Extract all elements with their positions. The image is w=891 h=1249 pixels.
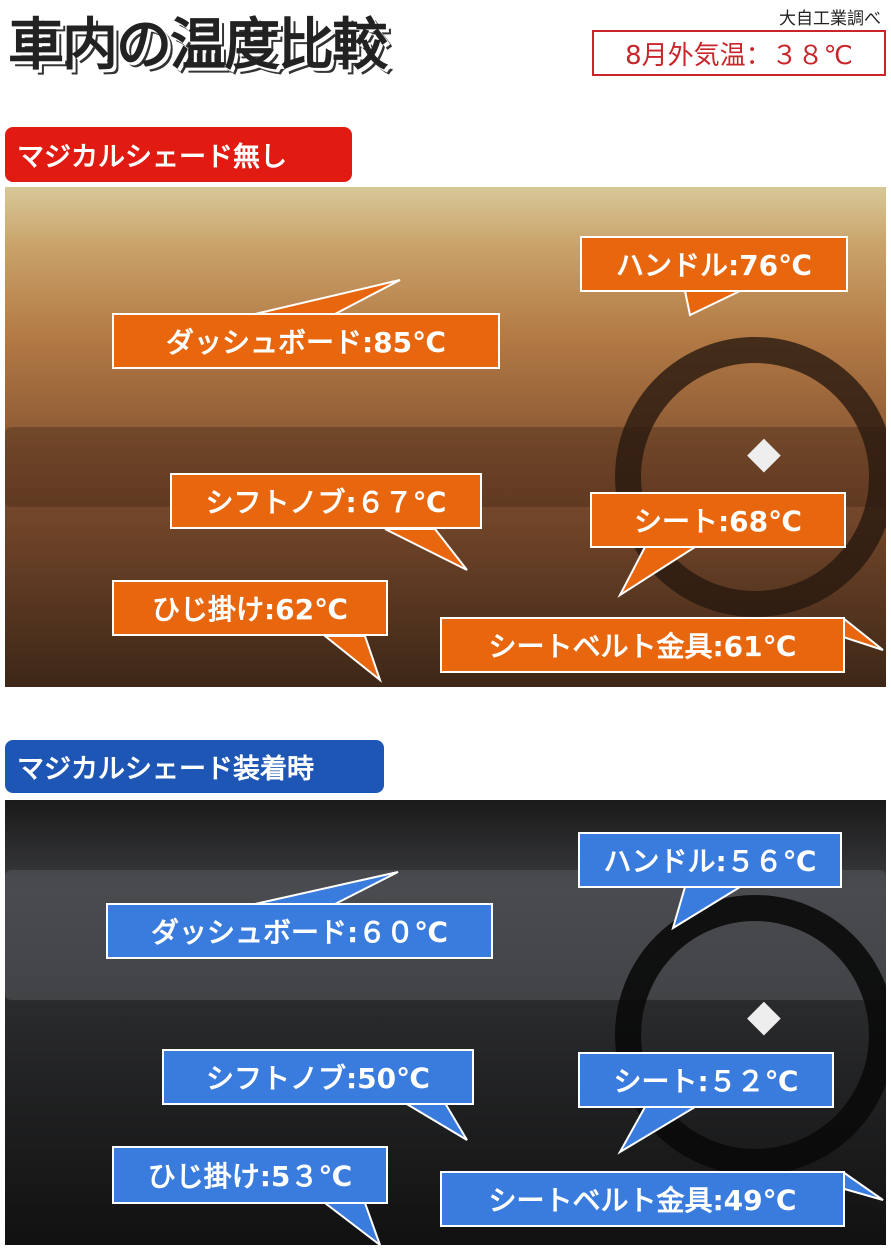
callout-dashboard: ダッシュボード:85℃	[112, 313, 500, 369]
callout-seatbelt: シートベルト金具:49℃	[440, 1171, 845, 1227]
callout-shift-knob: シフトノブ:50℃	[162, 1049, 474, 1105]
without-shade-photo: ◆ ダッシュボード:85℃ ハンドル:76℃ シフトノブ:６７℃ シート:68℃…	[5, 187, 886, 687]
with-shade-photo: ◆ ダッシュボード:６０℃ ハンドル:５６℃ シフトノブ:50℃ シート:５２℃…	[5, 800, 886, 1245]
with-shade-label: マジカルシェード装着時	[5, 740, 384, 793]
mitsubishi-logo-icon: ◆	[747, 427, 781, 478]
source-note: 大自工業調べ	[779, 9, 881, 29]
callout-handle: ハンドル:76℃	[580, 236, 848, 292]
without-shade-label: マジカルシェード無し	[5, 127, 352, 182]
callout-shift-knob: シフトノブ:６７℃	[170, 473, 482, 529]
callout-handle: ハンドル:５６℃	[578, 832, 842, 888]
outside-temp-box: 8月外気温：３８℃	[592, 30, 886, 76]
mitsubishi-logo-icon: ◆	[747, 990, 781, 1041]
callout-seatbelt: シートベルト金具:61℃	[440, 617, 845, 673]
callout-armrest: ひじ掛け:5３℃	[112, 1146, 388, 1204]
page-title: 車内の温度比較	[8, 13, 388, 78]
callout-dashboard: ダッシュボード:６０℃	[106, 903, 493, 959]
callout-armrest: ひじ掛け:62℃	[112, 580, 388, 636]
callout-seat: シート:68℃	[590, 492, 846, 548]
callout-seat: シート:５２℃	[578, 1052, 834, 1108]
